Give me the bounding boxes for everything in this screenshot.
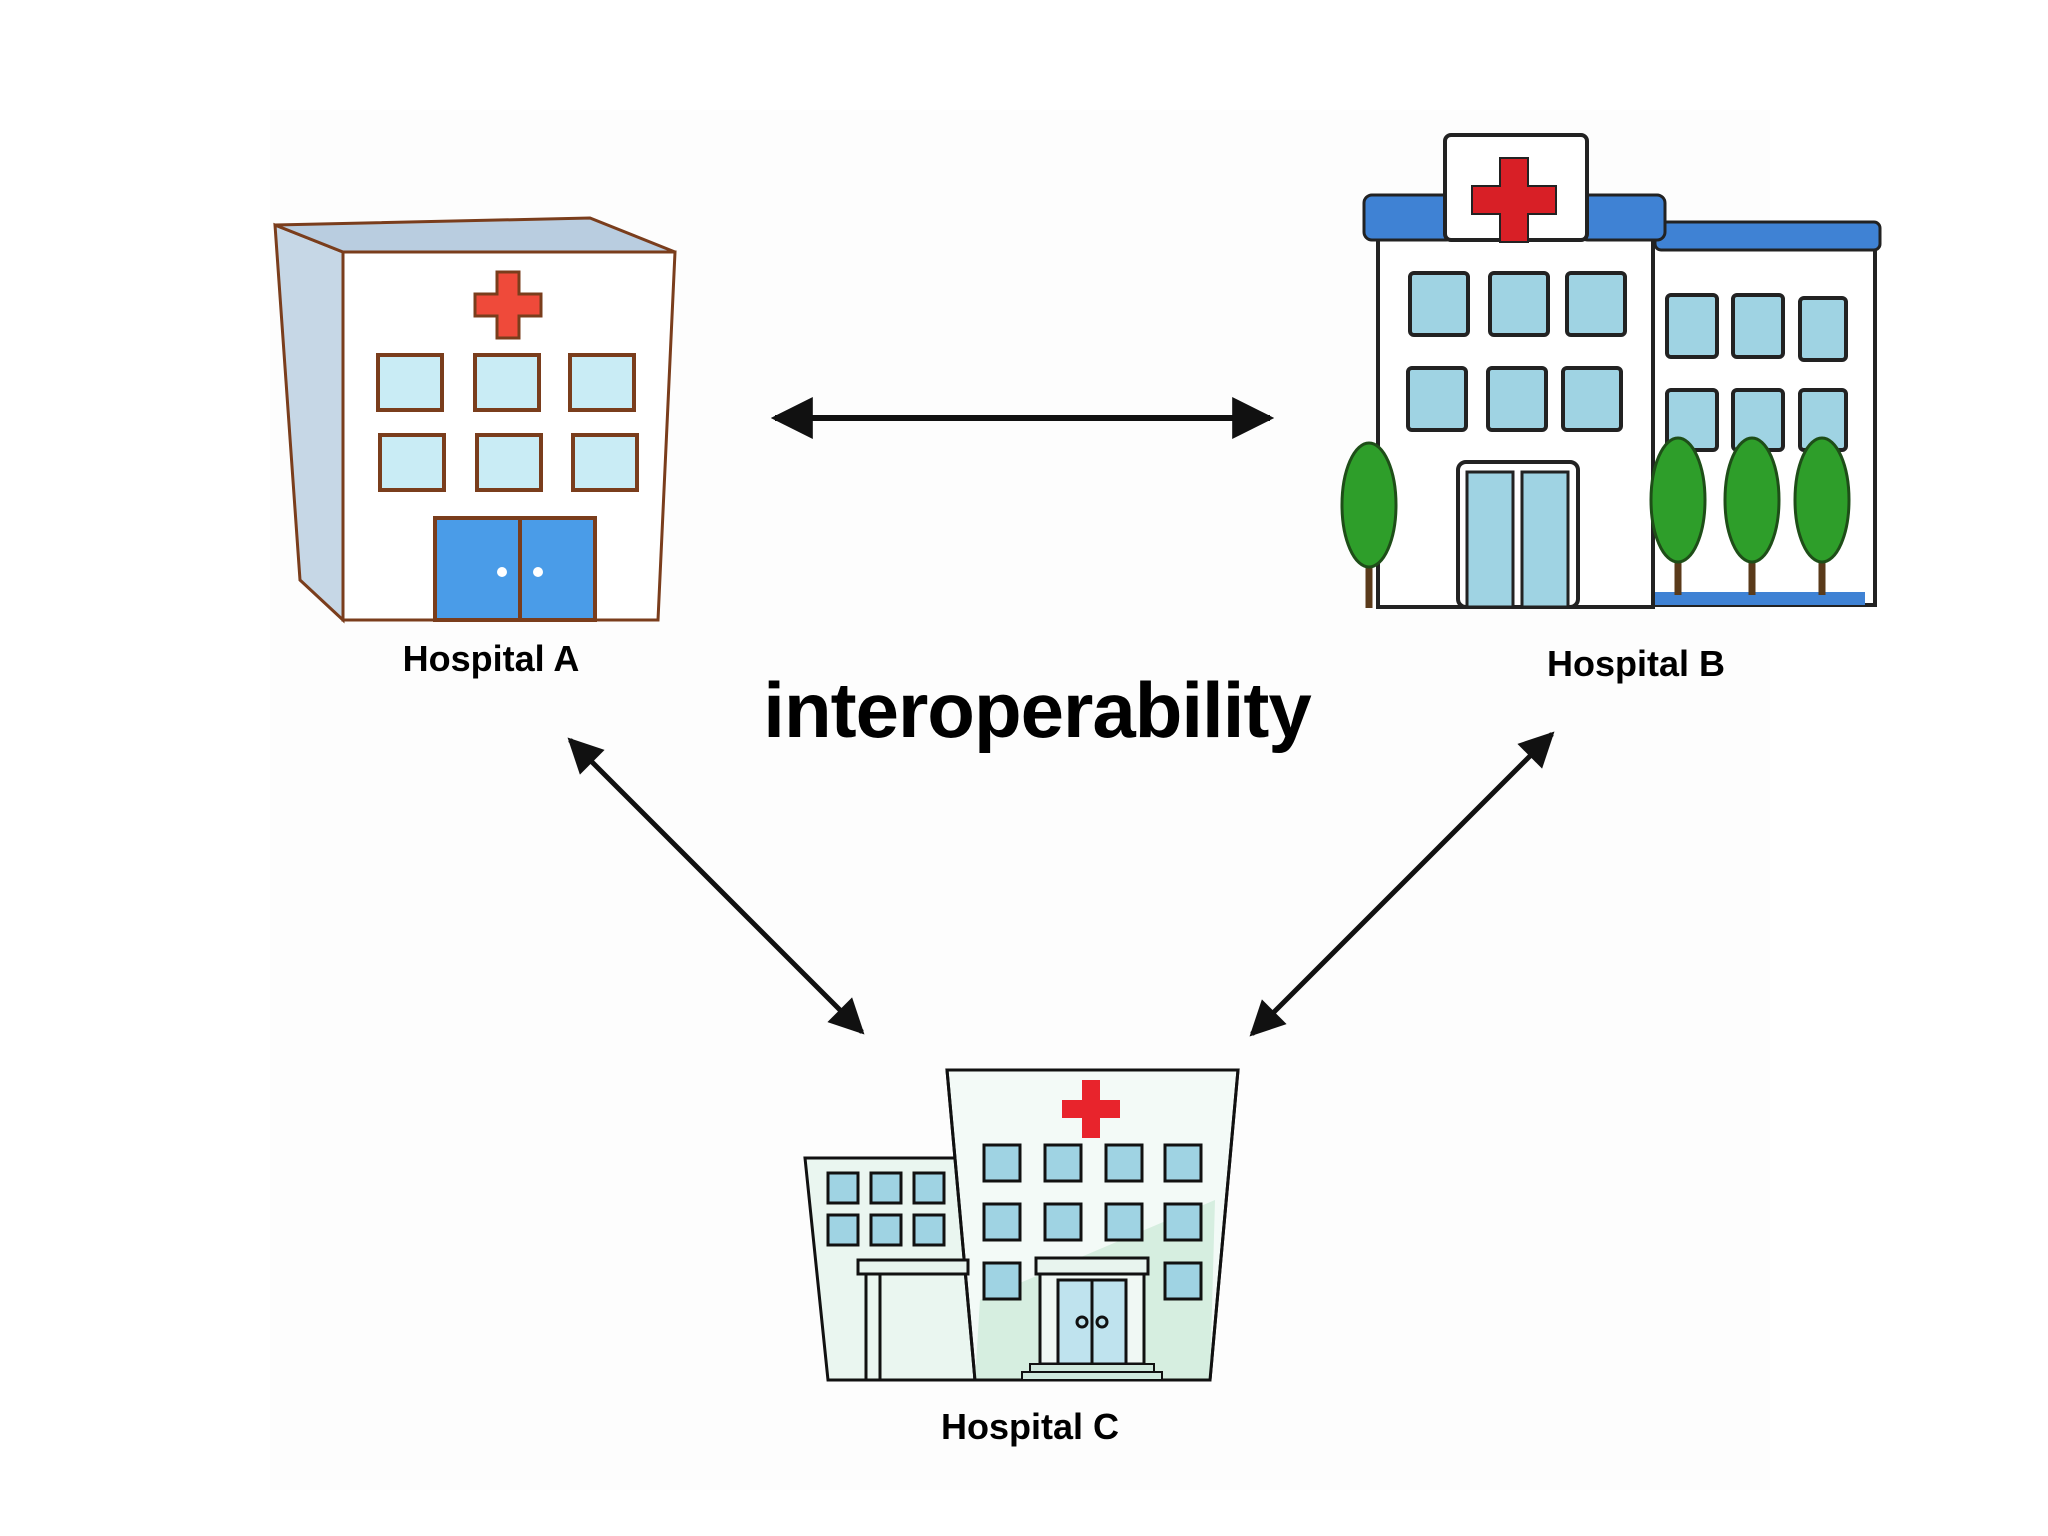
arrow-a-c	[567, 737, 865, 1035]
tree-icon	[1793, 436, 1851, 595]
tree-icon	[1340, 441, 1398, 608]
hospital-a-label: Hospital A	[402, 638, 580, 679]
tree-icon	[1723, 436, 1781, 595]
hospital-b-label: Hospital B	[1546, 643, 1726, 684]
hospital-b-building-icon	[1340, 133, 1882, 609]
tree-icon	[1649, 436, 1707, 595]
hospital-c-label: Hospital C	[940, 1406, 1120, 1447]
interoperability-title: interoperability	[763, 666, 1311, 754]
hospital-c-building-icon	[803, 1068, 1240, 1382]
hospital-a-building-icon	[273, 216, 677, 624]
arrow-b-c	[1249, 731, 1555, 1037]
